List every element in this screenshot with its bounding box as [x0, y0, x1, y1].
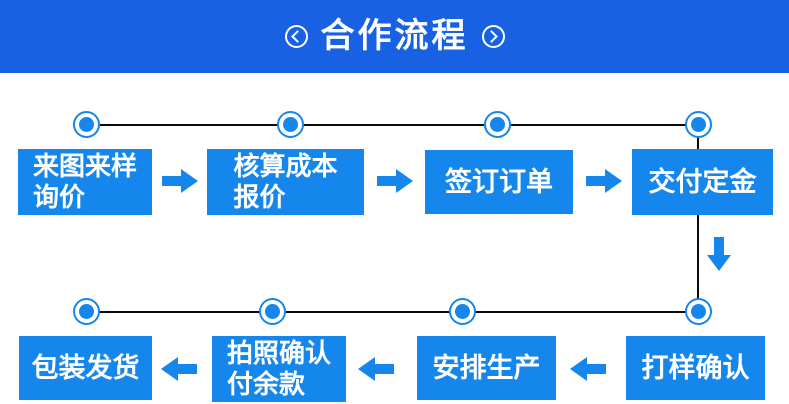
step-label: 报价 [233, 182, 286, 212]
step-label: 打样确认 [641, 352, 750, 383]
timeline-node-7 [449, 298, 476, 325]
step-label: 付余款 [226, 369, 305, 399]
banner: 合作流程 [0, 0, 789, 73]
step-box-sample-confirm: 打样确认 [626, 336, 765, 400]
timeline-node-4 [685, 111, 712, 138]
step-label: 交付定金 [648, 166, 757, 197]
step-box-cost-quote: 核算成本 报价 [207, 149, 364, 215]
step-label: 询价 [32, 182, 85, 212]
arrow-down-icon [707, 237, 731, 271]
arrow-right-icon [162, 169, 198, 193]
step-label: 包装发货 [31, 352, 140, 383]
step-label: 安排生产 [432, 352, 541, 383]
chevron-left-circle-icon [284, 25, 308, 48]
timeline-node-5 [73, 298, 100, 325]
step-label: 签订订单 [445, 166, 553, 197]
step-box-pay-deposit: 交付定金 [632, 149, 773, 215]
arrow-left-icon [161, 357, 197, 381]
connector-line-top [87, 124, 699, 126]
timeline-node-1 [73, 111, 100, 138]
chevron-right-circle-icon [481, 25, 505, 48]
connector-line-vertical [697, 125, 699, 313]
step-label: 拍照确认 [226, 338, 331, 368]
step-label: 来图来样 [32, 151, 137, 181]
timeline-node-8 [685, 298, 712, 325]
arrow-left-icon [358, 357, 394, 381]
connector-line-bottom [87, 311, 699, 313]
step-box-inquiry: 来图来样 询价 [18, 149, 152, 215]
step-box-arrange-production: 安排生产 [417, 336, 556, 400]
step-label: 核算成本 [233, 151, 338, 181]
arrow-right-icon [377, 169, 413, 193]
arrow-right-icon [586, 169, 622, 193]
arrow-left-icon [570, 357, 606, 381]
timeline-node-3 [484, 111, 511, 138]
step-box-pack-ship: 包装发货 [19, 336, 152, 400]
step-box-photo-confirm-balance: 拍照确认 付余款 [212, 336, 346, 402]
timeline-node-6 [259, 298, 286, 325]
page-title: 合作流程 [320, 16, 469, 55]
timeline-node-2 [277, 111, 304, 138]
step-box-sign-order: 签订订单 [425, 150, 573, 214]
